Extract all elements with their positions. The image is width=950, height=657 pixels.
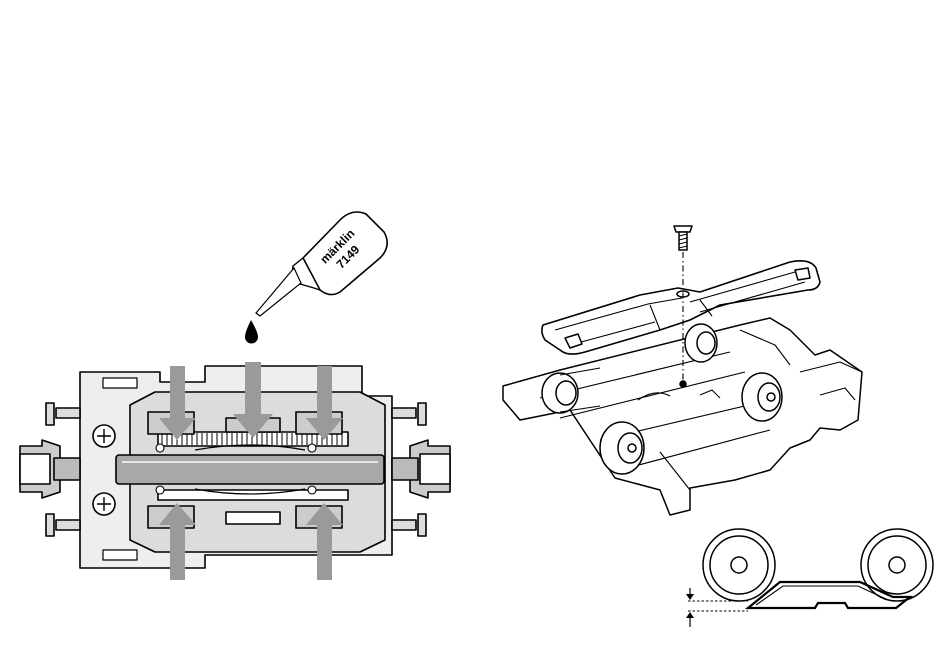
oil-drop-icon: [245, 320, 258, 344]
detail-wheel-left: [703, 529, 775, 601]
wheel-front-right: [742, 373, 782, 421]
coupler-left: [20, 440, 80, 498]
clip-eye-right: [795, 268, 810, 280]
wheel-stub-right-bottom: [418, 514, 426, 536]
axle-stub-left-top: [56, 408, 80, 418]
mount-hole: [680, 381, 686, 387]
shaft-pin-right-b: [308, 486, 316, 494]
ground-line: [688, 601, 748, 611]
screw-icon: [674, 226, 692, 250]
screw-head-top: [93, 425, 115, 447]
oil-bottle-icon: märklin 7149: [256, 212, 387, 316]
wheel-clearance-detail: [686, 529, 933, 627]
shaft-pin-right: [308, 444, 316, 452]
body-slot-bottom: [103, 550, 137, 560]
shaft-pin-left: [156, 444, 164, 452]
center-shaft: [116, 455, 384, 484]
screw-head-bottom: [93, 493, 115, 515]
shaft-pin-left-b: [156, 486, 164, 494]
wheel-rear-right: [685, 324, 717, 362]
wheel-stub-right-top: [418, 403, 426, 425]
wheel-front-left: [600, 422, 644, 474]
clearance-arrow-down: [686, 588, 694, 600]
bearing-block-bottom-center: [226, 512, 280, 524]
detail-wheel-right: [861, 529, 933, 601]
clearance-arrow-up: [686, 612, 694, 627]
coupler-right: [392, 440, 450, 498]
wheel-stub-left-bottom: [46, 514, 54, 536]
axle-stub-right-bottom: [392, 520, 416, 530]
chassis-top-view: [20, 366, 450, 568]
bogie-perspective-view: [503, 226, 862, 515]
wheel-stub-left-top: [46, 403, 54, 425]
axle-stub-left-bottom: [56, 520, 80, 530]
axle-stub-right-top: [392, 408, 416, 418]
gear-strip-bottom: [158, 490, 348, 500]
body-slot-top: [103, 378, 137, 388]
